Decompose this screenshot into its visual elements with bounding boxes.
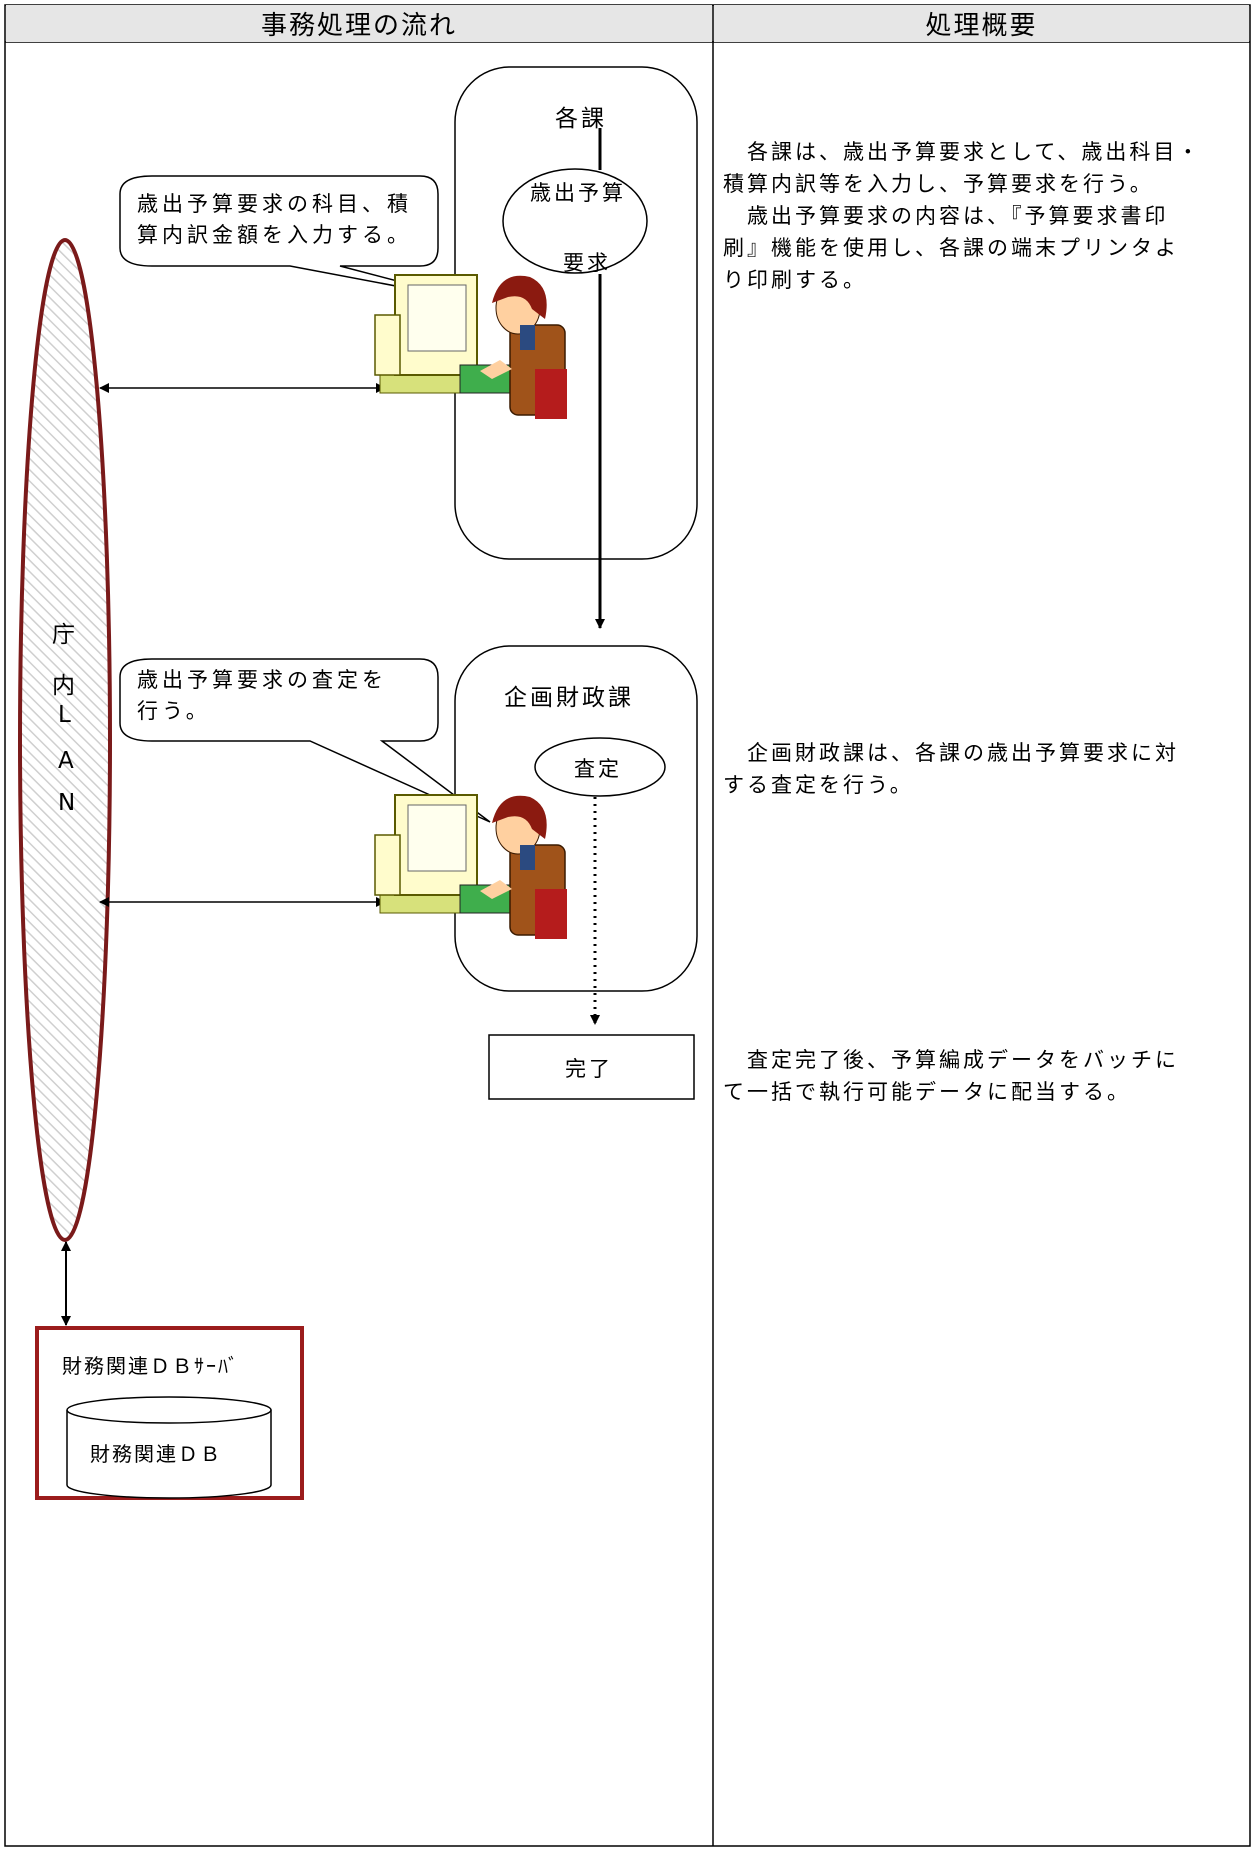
worker-at-computer-icon xyxy=(374,794,567,939)
completion-box xyxy=(488,1034,695,1100)
lan-ellipse xyxy=(18,238,112,1242)
header-summary-label: 処理概要 xyxy=(925,11,1038,41)
db-cylinder xyxy=(66,1410,272,1499)
lane-title-kikaku: 企画財政課 xyxy=(504,685,634,711)
process-label-line2: 要求 xyxy=(563,251,611,275)
process-label-satei: 査定 xyxy=(574,757,622,781)
process-label-line1: 歳出予算 xyxy=(530,181,626,205)
lan-label-char: 庁 xyxy=(52,622,78,648)
summary-block-kikaku: 企画財政課は、各課の歳出予算要求に対 する査定を行う。 xyxy=(723,741,1179,797)
header-summary: 処理概要 xyxy=(714,5,1249,42)
process-satei xyxy=(534,737,666,797)
summary-block-kakuka: 各課は、歳出予算要求として、歳出科目・ 積算内訳等を入力し、予算要求を行う。 歳… xyxy=(723,140,1202,292)
callout-bubble-kikaku xyxy=(119,658,491,823)
db-label: 財務関連ＤＢ xyxy=(90,1442,222,1466)
db-server-label: 財務関連ＤＢｻｰﾊﾞ xyxy=(62,1354,240,1378)
process-saishutsu-yosan-yokyu xyxy=(502,168,648,274)
worker-at-computer-icon xyxy=(374,274,567,419)
summary-block-completion: 査定完了後、予算編成データをバッチに て一括で執行可能データに配当する。 xyxy=(723,1048,1179,1104)
header-flow-label: 事務処理の流れ xyxy=(260,11,457,41)
header-flow: 事務処理の流れ xyxy=(6,5,712,42)
callout-text-kakuka: 歳出予算要求の科目、積 算内訳金額を入力する。 xyxy=(137,192,412,247)
lan-label-char: L xyxy=(58,702,74,728)
lan-label-char: A xyxy=(58,748,77,774)
callout-text-kikaku: 歳出予算要求の査定を 行う。 xyxy=(137,668,387,723)
kakuka-lane xyxy=(454,66,698,560)
lane-title-kakuka: 各課 xyxy=(555,106,607,132)
lan-label-char: N xyxy=(58,790,79,816)
completion-label: 完了 xyxy=(565,1057,613,1081)
lan-label-char: 内 xyxy=(52,673,78,699)
